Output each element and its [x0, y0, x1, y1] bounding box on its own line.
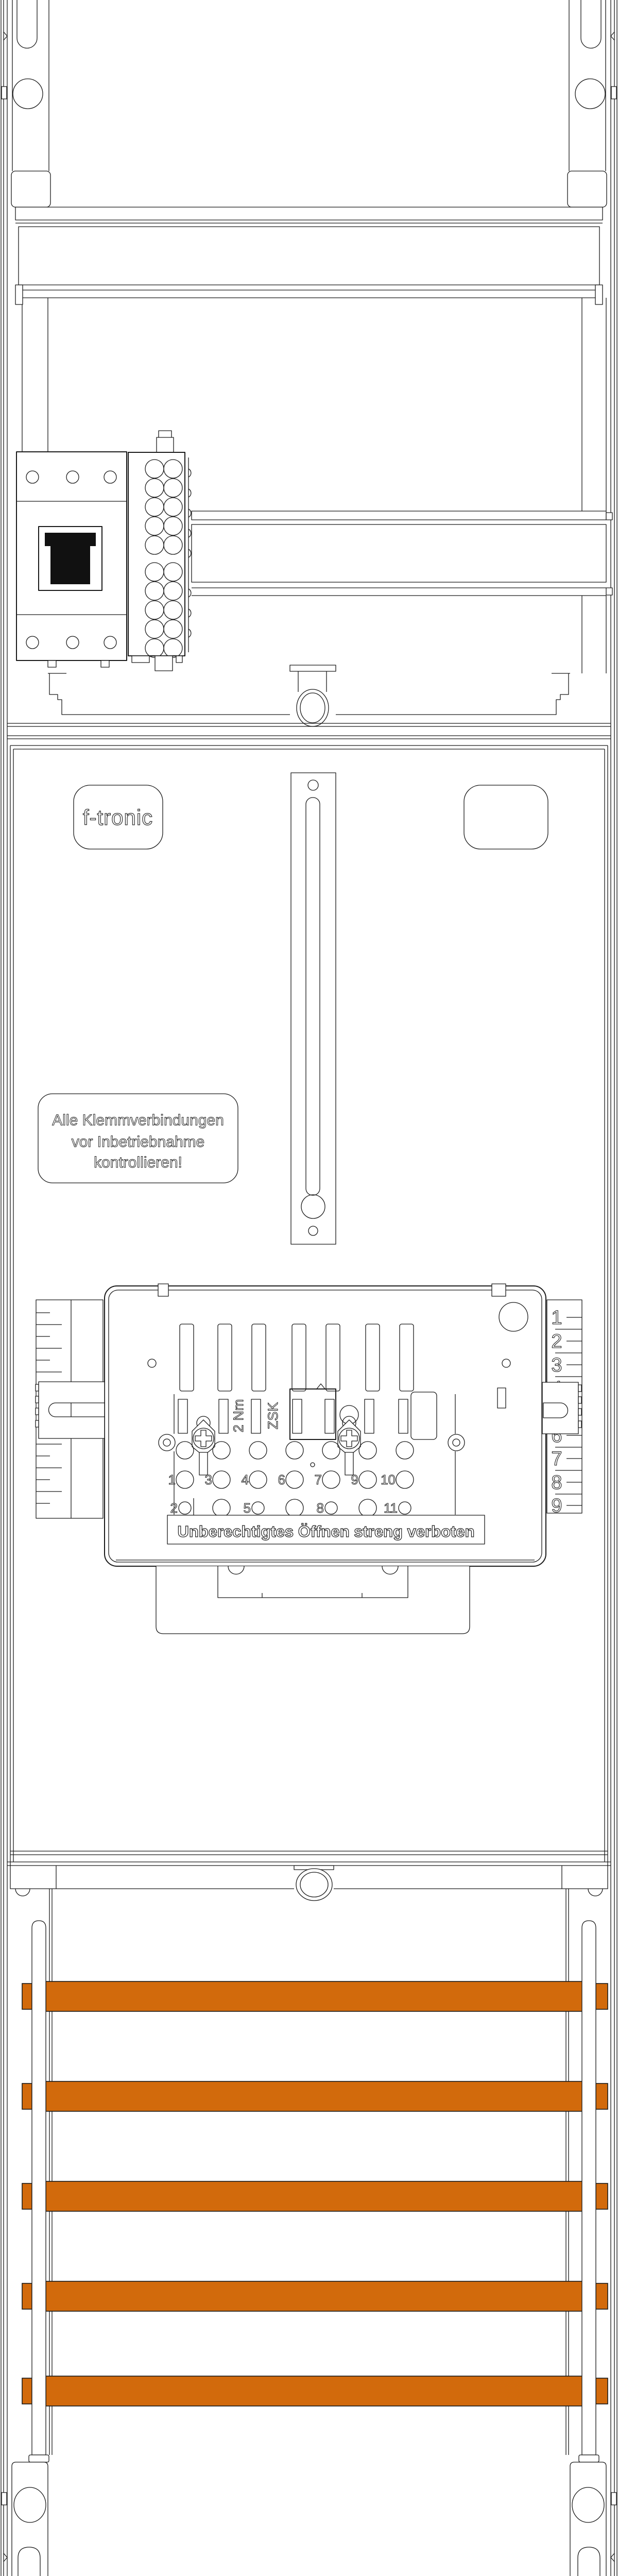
mounting-ears: [158, 1394, 465, 1515]
cable-hook-top: [289, 665, 336, 727]
busbar-5: [22, 2376, 608, 2406]
warning-line-3: kontrollieren!: [94, 1154, 182, 1171]
terminal-number: 7: [315, 1472, 322, 1487]
mounting-post-top-left: [11, 0, 51, 452]
terminal-number: 4: [242, 1472, 249, 1487]
post-foot: [567, 171, 607, 208]
busbar-section: [10, 1865, 608, 2576]
busbar-4: [22, 2281, 608, 2312]
clamp-hole: [104, 470, 117, 484]
busbars: [22, 1981, 608, 2406]
scale-number-8: 8: [551, 1472, 562, 1494]
lower-cover: [156, 1566, 470, 1634]
switch-toggle: [45, 533, 96, 584]
busbar-3: [22, 2181, 608, 2212]
post-hole: [12, 78, 43, 109]
busbar-prongs: [179, 1324, 414, 1392]
seal-label-text: Unberechtigtes Öffnen streng verboten: [177, 1522, 474, 1540]
left-rail-bracket: [35, 1381, 105, 1439]
hook-hole: [300, 1872, 329, 1897]
brand-logo-plate: f-tronic: [73, 785, 163, 850]
clamp-hole: [26, 636, 39, 649]
din-rail-middle: [191, 511, 613, 596]
center-cutout: [289, 1388, 336, 1440]
wall-notch: [611, 2492, 617, 2505]
post-hole: [572, 2487, 605, 2523]
terminal-number: 11: [384, 1500, 398, 1516]
upper-ledge: [7, 665, 611, 739]
terminal-slots: [178, 1399, 408, 1434]
seal-screw-left: [192, 1416, 215, 1456]
busbar-rail-left: [28, 1920, 49, 2463]
terminal-holes-row-b: [176, 1470, 414, 1489]
busbar-1: [22, 1981, 608, 2012]
busbar-2: [22, 2081, 608, 2112]
block-corner-hole: [499, 1302, 528, 1332]
inner-panel: f-tronic Alle Klemmverbindungen vor Inbe…: [7, 745, 611, 1866]
clamp-hole: [66, 636, 79, 649]
scale-number-2: 2: [551, 1331, 562, 1352]
busbar-rail-right: [578, 1920, 599, 2463]
zsk-terminal-block: 1 2 3 4 5 6 7 8 9: [35, 1283, 582, 1634]
scale-number-7: 7: [551, 1448, 562, 1470]
torque-label: 2 Nm: [231, 1399, 246, 1433]
mounting-post-bottom-right: [570, 2462, 607, 2576]
warning-line-1: Alle Klemmverbindungen: [52, 1112, 224, 1129]
terminal-holes-row-a: [176, 1441, 414, 1460]
din-rail-upper: [15, 207, 603, 305]
wall-notch: [611, 86, 617, 99]
post-hole: [13, 2487, 46, 2523]
warning-line-2: vor Inbetriebnahme: [72, 1133, 205, 1150]
mounting-post-top-right: [567, 0, 607, 673]
seal-label: Unberechtigtes Öffnen streng verboten: [167, 1515, 485, 1545]
terminal-strip-holes: [145, 459, 183, 658]
terminal-number: 6: [278, 1472, 285, 1487]
center-slot-plate: [290, 772, 336, 1245]
hook-hole: [300, 692, 325, 723]
scale-number-1: 1: [551, 1307, 562, 1329]
main-switch: [16, 451, 127, 668]
clamp-hole: [66, 470, 79, 484]
clamp-hole: [104, 636, 117, 649]
phillips-cross-icon: [340, 1430, 358, 1447]
right-rail-bracket: [497, 1382, 582, 1434]
clamp-hole: [26, 470, 39, 484]
post-hole: [575, 78, 606, 109]
terminal-number: 8: [317, 1500, 324, 1516]
mounting-post-bottom-left: [11, 2462, 48, 2576]
terminal-number: 2: [170, 1500, 178, 1516]
blank-plate: [464, 785, 548, 850]
terminal-number: 3: [205, 1472, 212, 1487]
wall-notch: [1, 2492, 7, 2505]
scale-number-3: 3: [551, 1354, 562, 1376]
type-label: ZSK: [265, 1402, 281, 1430]
terminal-number: 1: [168, 1472, 176, 1487]
scale-number-9: 9: [551, 1495, 562, 1517]
chevron-marker: [316, 1383, 326, 1390]
post-foot: [11, 171, 51, 208]
warning-label: Alle Klemmverbindungen vor Inbetriebnahm…: [38, 1093, 238, 1183]
cable-hook-bottom: [294, 1865, 334, 1901]
seal-screw-right: [337, 1405, 361, 1456]
terminal-strip: [128, 430, 192, 671]
terminal-number: 5: [244, 1500, 251, 1516]
phillips-cross-icon: [195, 1430, 212, 1447]
side-plate: [410, 1392, 437, 1440]
wall-notch: [1, 86, 7, 99]
terminal-number: 10: [381, 1472, 396, 1487]
terminal-number: 9: [351, 1472, 358, 1487]
brand-logo-text: f-tronic: [83, 805, 153, 829]
